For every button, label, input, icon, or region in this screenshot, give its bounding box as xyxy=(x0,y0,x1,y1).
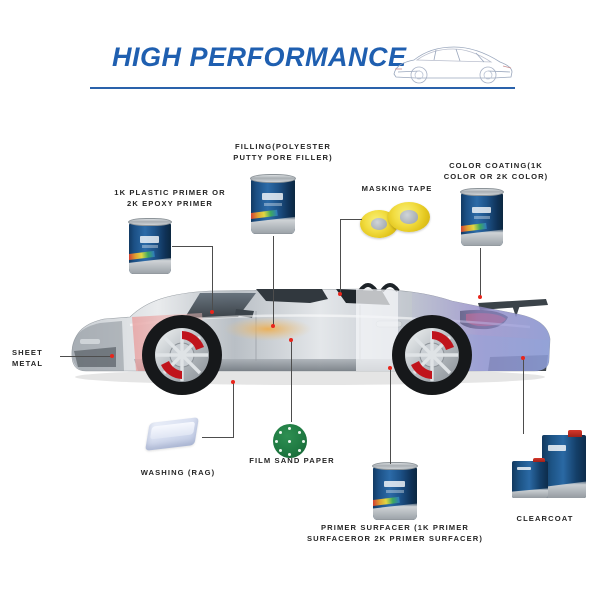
callout-label-plastic-primer: 1K PLASTIC PRIMER OR 2K EPOXY PRIMER xyxy=(114,188,226,208)
rag-cloth xyxy=(145,417,199,451)
leader-filling-putty xyxy=(273,236,274,326)
header-banner: HIGH PERFORMANCE xyxy=(90,36,515,92)
tin-logo xyxy=(517,467,532,471)
tape-core xyxy=(399,210,419,224)
can-rim xyxy=(250,230,296,234)
rear-wheel xyxy=(392,315,472,395)
callout-label-washing-rag: WASHING (RAG) xyxy=(140,468,216,477)
marker-plastic-primer xyxy=(210,310,214,314)
marker-masking-tape xyxy=(338,292,342,296)
page-title: HIGH PERFORMANCE xyxy=(112,42,407,72)
can-rim xyxy=(372,516,418,520)
clearcoat-zone xyxy=(452,333,550,371)
marker-washing-rag xyxy=(231,380,235,384)
can-logo xyxy=(384,480,405,488)
can-rim xyxy=(460,242,504,246)
product-clearcoat-tins xyxy=(512,430,594,502)
leader-sheet-metal xyxy=(60,356,112,357)
can-stripe xyxy=(250,209,279,219)
masking-zone xyxy=(356,289,398,371)
tin-body xyxy=(512,461,548,498)
callout-label-sheet-metal: SHEET METAL xyxy=(12,348,44,368)
clearcoat-tin-large xyxy=(542,430,586,498)
sports-car-cutaway xyxy=(71,283,551,395)
callout-label-film-sand-paper: FILM SAND PAPER xyxy=(249,456,335,465)
product-paint-can-primer-surfacer xyxy=(372,462,418,522)
marker-filling-putty xyxy=(271,324,275,328)
leader-plastic-primer-h xyxy=(172,246,213,247)
tin-body xyxy=(542,435,586,498)
marker-color-coating xyxy=(478,295,482,299)
can-body xyxy=(372,466,418,520)
sports-car-outline-icon xyxy=(393,46,513,84)
tin-cap xyxy=(532,458,546,462)
header-divider xyxy=(90,87,515,89)
can-lid xyxy=(372,462,418,471)
leader-film-sand-paper xyxy=(291,340,292,422)
can-stripe xyxy=(128,251,155,260)
can-logo-sub xyxy=(141,245,159,248)
sanding-disc xyxy=(273,424,307,458)
leader-plastic-primer xyxy=(212,246,213,312)
can-body xyxy=(460,192,504,246)
can-stripe xyxy=(372,496,401,506)
can-body xyxy=(128,222,172,274)
leader-color-coating xyxy=(480,248,481,297)
leader-masking-tape xyxy=(340,219,341,294)
tin-cap xyxy=(567,430,583,437)
leader-washing-rag xyxy=(233,382,234,438)
filler-zone xyxy=(224,317,312,341)
callout-label-masking-tape: MASKING TAPE xyxy=(361,184,433,193)
can-lid xyxy=(128,218,172,227)
callout-label-filling-putty: FILLING(POLYESTER PUTTY PORE FILLER) xyxy=(233,142,333,162)
tape-core xyxy=(370,217,388,231)
product-washing-rag xyxy=(145,417,206,454)
can-logo-sub xyxy=(386,490,404,493)
marker-primer-surfacer xyxy=(388,366,392,370)
can-logo xyxy=(262,193,283,201)
marker-film-sand-paper xyxy=(289,338,293,342)
callout-label-clearcoat: CLEARCOAT xyxy=(516,514,574,523)
tape-roll-right xyxy=(388,202,430,232)
front-wheel xyxy=(142,315,222,395)
can-logo xyxy=(471,206,492,214)
marker-sheet-metal xyxy=(110,354,114,358)
product-masking-tape-rolls xyxy=(360,200,432,242)
can-rim xyxy=(128,271,172,274)
can-body xyxy=(250,178,296,234)
can-logo-sub xyxy=(473,216,491,219)
can-lid xyxy=(460,188,504,197)
leader-clearcoat xyxy=(523,358,524,434)
can-logo xyxy=(139,235,160,243)
marker-clearcoat xyxy=(521,356,525,360)
can-stripe xyxy=(460,222,487,232)
product-film-sand-paper xyxy=(273,424,309,460)
leader-primer-surfacer xyxy=(390,368,391,464)
product-paint-can-filling-putty xyxy=(250,174,296,236)
callout-label-primer-surfacer: PRIMER SURFACER (1K PRIMER SURFACEROR 2K… xyxy=(306,523,484,543)
leader-washing-rag-h xyxy=(202,437,234,438)
product-paint-can-plastic-primer xyxy=(128,218,172,276)
can-logo-sub xyxy=(264,202,282,206)
tin-logo xyxy=(548,445,566,452)
product-paint-can-color-coating xyxy=(460,188,504,248)
leader-masking-tape-h xyxy=(340,219,362,220)
callout-label-color-coating: COLOR COATING(1K COLOR OR 2K COLOR) xyxy=(443,161,549,181)
clearcoat-tin-small xyxy=(512,458,548,498)
can-lid xyxy=(250,174,296,183)
